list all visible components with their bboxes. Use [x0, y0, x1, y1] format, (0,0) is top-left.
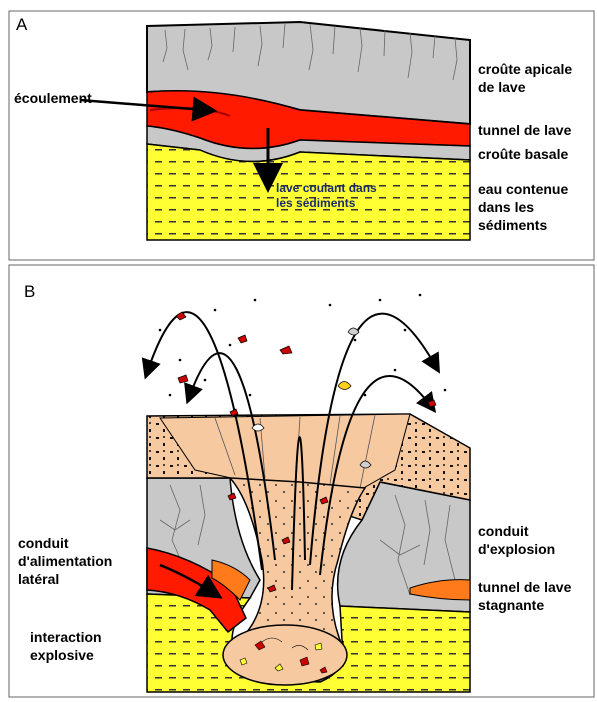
label-lateral-2: d'alimentation [18, 553, 112, 569]
label-interaction-2: explosive [30, 647, 94, 663]
label-stagnant-2: stagnante [478, 597, 544, 613]
label-water-3: sédiments [478, 217, 547, 233]
panel-a: A écoulement croûte apicale de lave tunn… [9, 11, 594, 260]
label-explosion-1: conduit [478, 523, 529, 539]
label-explosion-2: d'explosion [478, 541, 555, 557]
panel-a-letter: A [16, 15, 28, 34]
label-apical-crust-2: de lave [478, 79, 526, 95]
label-water-1: eau contenue [478, 181, 568, 197]
label-lava-tube: tunnel de lave [478, 122, 572, 138]
panel-b: B [9, 265, 594, 697]
label-interaction-1: interaction [30, 629, 102, 645]
label-apical-crust-1: croûte apicale [478, 61, 572, 77]
label-basal-crust: croûte basale [478, 146, 568, 162]
label-lava-sediment-1: lave coulant dans [276, 181, 377, 195]
explosive-interaction-chamber [223, 625, 347, 685]
label-stagnant-1: tunnel de lave [478, 579, 572, 595]
label-lava-sediment-2: les sédiments [276, 196, 356, 210]
label-lateral-1: conduit [18, 535, 69, 551]
label-water-2: dans les [478, 199, 534, 215]
label-flow: écoulement [14, 90, 92, 106]
panel-b-letter: B [24, 282, 35, 301]
label-lateral-3: latéral [18, 571, 59, 587]
